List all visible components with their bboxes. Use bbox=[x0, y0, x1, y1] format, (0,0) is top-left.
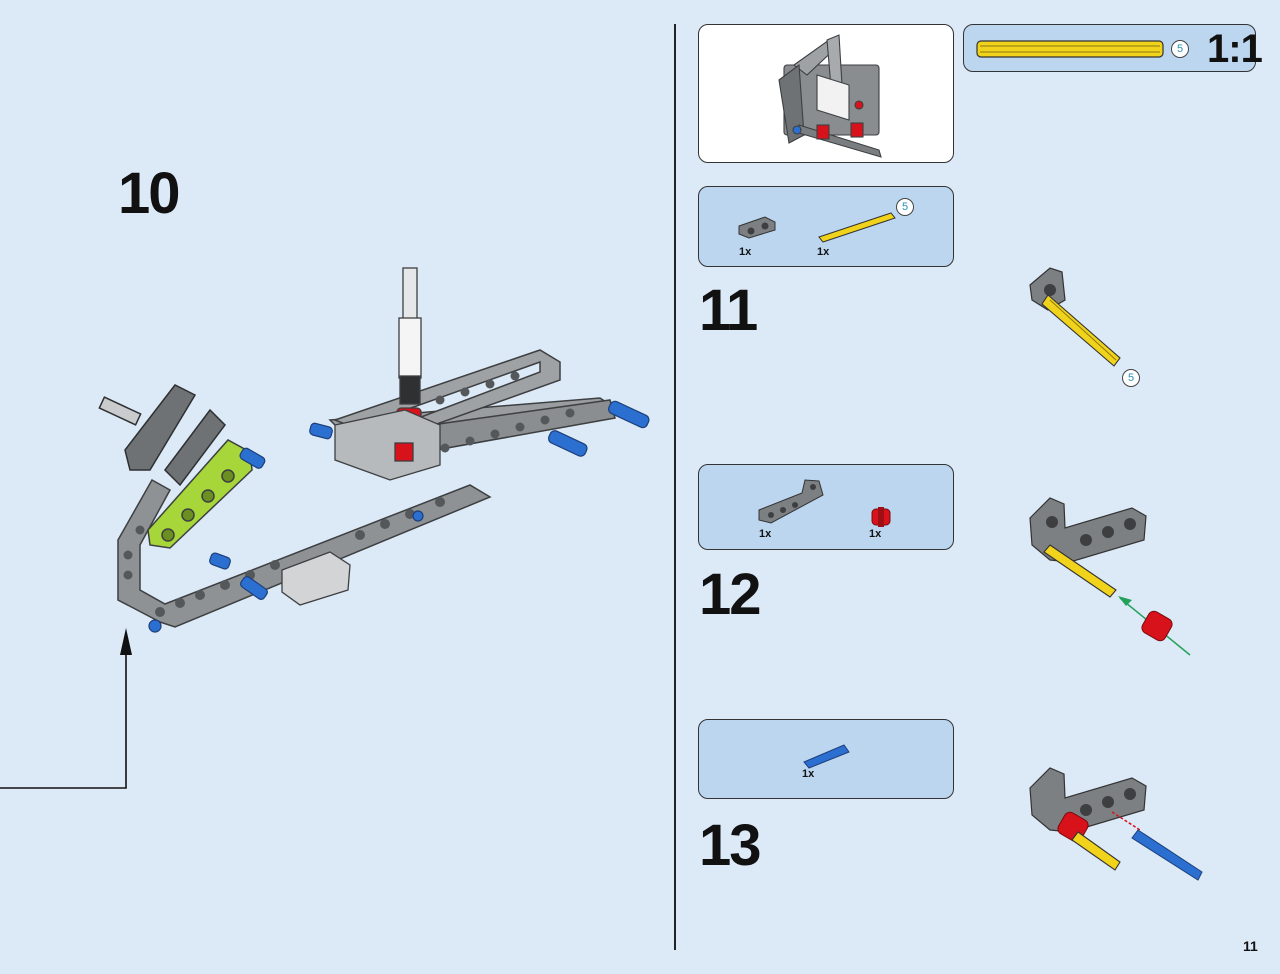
callout-return-arrow bbox=[0, 628, 132, 789]
step11-part-b-qty: 1x bbox=[817, 246, 830, 258]
step12-part-a-qty: 1x bbox=[759, 528, 772, 540]
gray-liftarms bbox=[98, 384, 226, 487]
step-number-13: 13 bbox=[699, 813, 761, 878]
gray-angled-liftarm-icon bbox=[758, 479, 824, 524]
step13-illustration bbox=[1029, 767, 1203, 881]
step13-parts-box: 1x bbox=[698, 719, 954, 799]
step12-illustration bbox=[1029, 497, 1191, 656]
step11-part-a-qty: 1x bbox=[739, 246, 752, 258]
step12-part-b-qty: 1x bbox=[869, 528, 882, 540]
step-number-12: 12 bbox=[699, 562, 761, 627]
red-bush-illustration bbox=[1141, 610, 1173, 642]
step10-assembly-illustration bbox=[98, 267, 650, 633]
step11-parts-box: 1x 5 1x bbox=[698, 186, 954, 267]
page-number: 11 bbox=[1243, 938, 1258, 954]
blue-pins bbox=[148, 400, 650, 633]
scale-reference-box: 5 1:1 bbox=[963, 24, 1263, 72]
lime-beam bbox=[147, 439, 253, 549]
step13-part-a-qty: 1x bbox=[802, 768, 815, 780]
scale-axle-length-badge: 5 bbox=[1171, 40, 1189, 58]
beam-holes bbox=[123, 371, 575, 617]
gray-liftarm-2-icon bbox=[738, 216, 776, 239]
step-number-10: 10 bbox=[118, 161, 180, 226]
scale-label: 1:1 bbox=[1207, 27, 1263, 71]
step11-illustration bbox=[1029, 267, 1121, 367]
red-bush-icon bbox=[871, 507, 891, 527]
step12-parts-box: 1x 1x bbox=[698, 464, 954, 550]
scale-axle-icon bbox=[976, 40, 1164, 58]
step-number-11: 11 bbox=[699, 278, 758, 343]
step11-axle-length-badge: 5 bbox=[896, 198, 914, 216]
lower-connector bbox=[281, 551, 351, 606]
blue-axle-pin-icon bbox=[803, 744, 850, 769]
yellow-axle-icon bbox=[818, 212, 896, 243]
page-divider bbox=[674, 24, 676, 950]
step11-callout-length-badge: 5 bbox=[1122, 369, 1140, 387]
subassembly-illustration bbox=[778, 34, 882, 158]
subassembly-preview-box bbox=[698, 24, 954, 163]
center-connector bbox=[334, 409, 441, 481]
